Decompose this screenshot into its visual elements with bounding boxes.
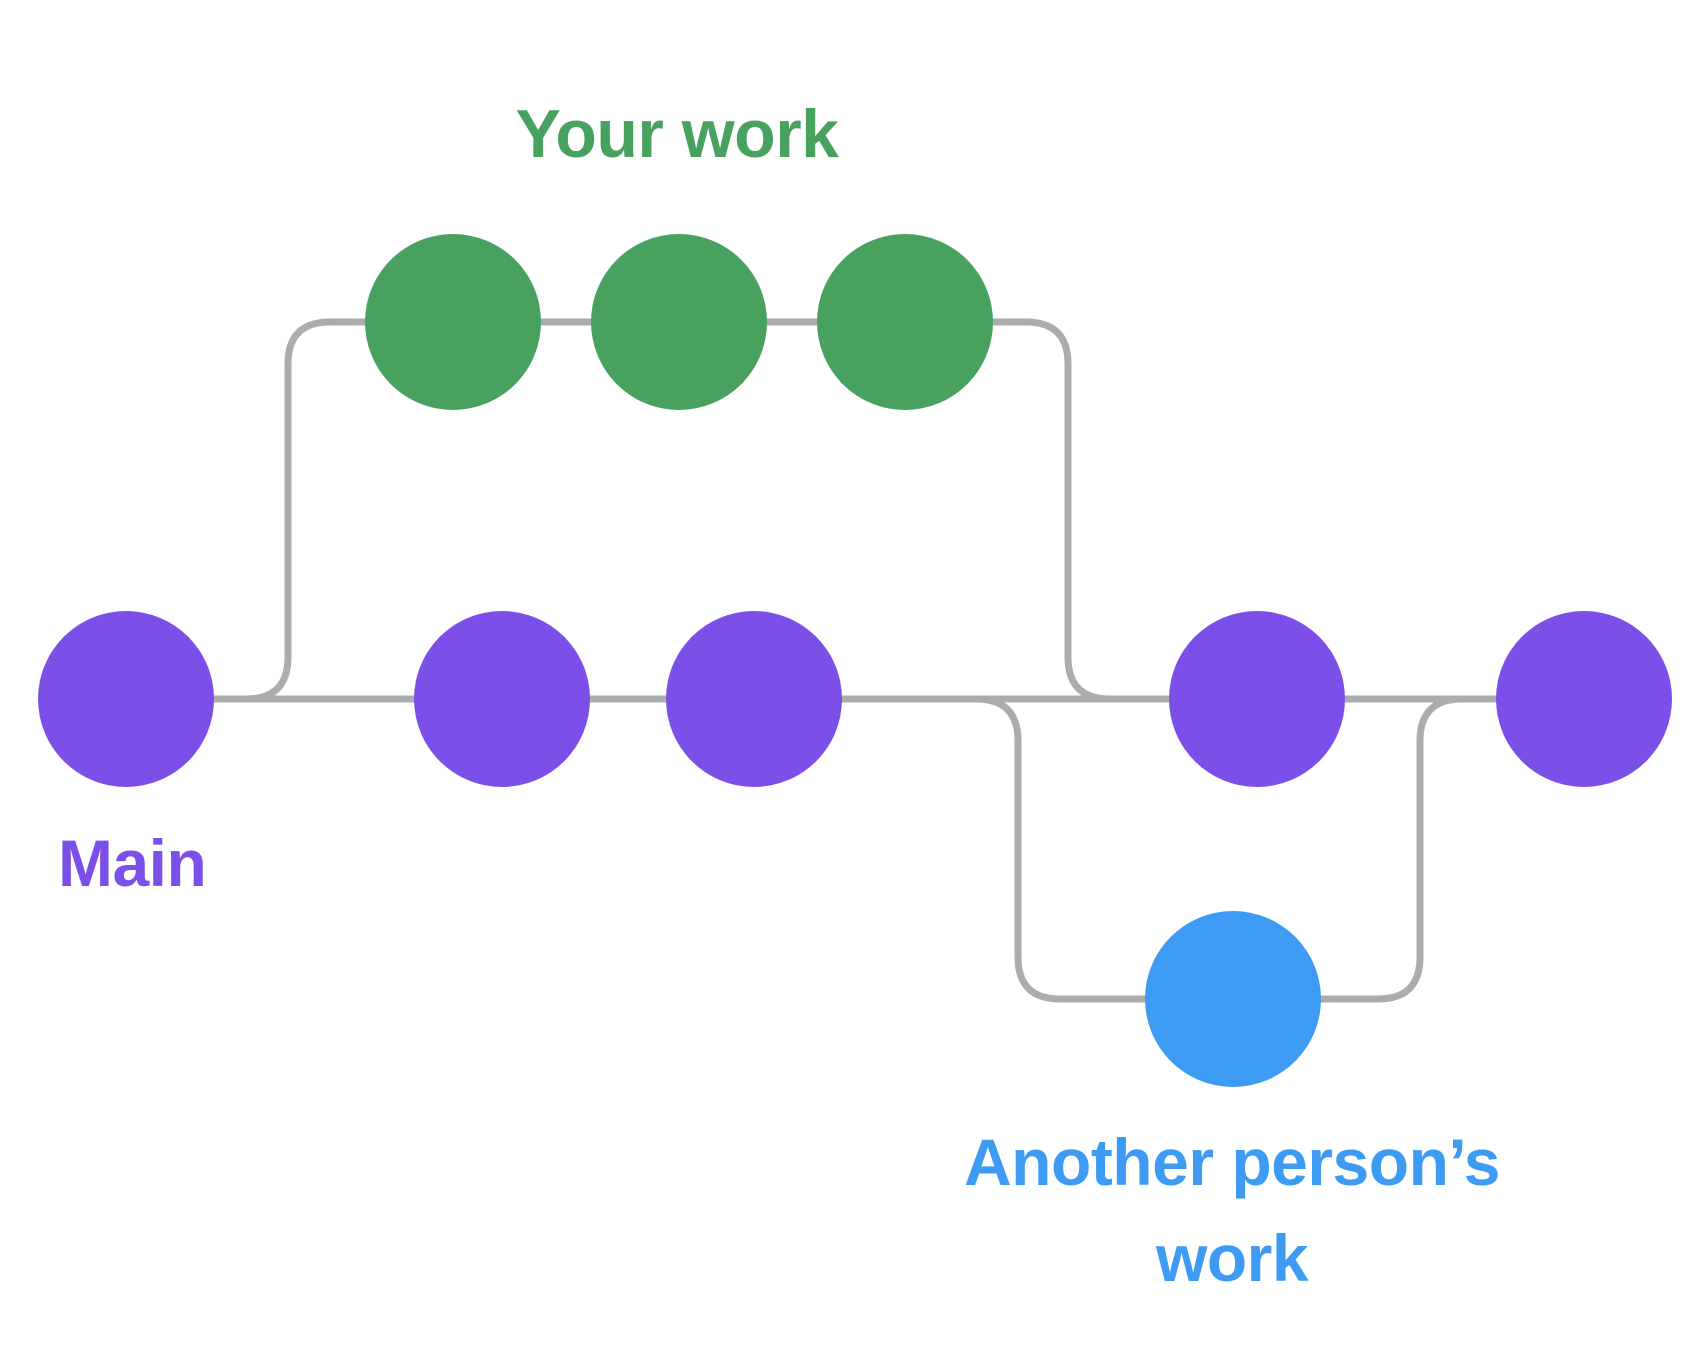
main-branch-commit-node bbox=[414, 611, 590, 787]
another-person-branch-commit-node bbox=[1145, 911, 1321, 1087]
your-work-branch-commit-node bbox=[817, 234, 993, 410]
your-work-branch-label: Your work bbox=[515, 96, 839, 172]
another-person-label-line2: work bbox=[1155, 1221, 1309, 1295]
connector-merge-your-work-into-main bbox=[989, 318, 1149, 703]
main-branch-label: Main bbox=[58, 826, 207, 900]
connector-merge-another-person-into-main bbox=[1317, 695, 1500, 1003]
main-branch-commit-node bbox=[38, 611, 214, 787]
connector-branch-out-to-another-person bbox=[972, 695, 1149, 1003]
another-person-branch-label: Another person’s work bbox=[964, 1114, 1500, 1306]
your-work-branch-commit-node bbox=[365, 234, 541, 410]
your-work-branch-commit-node bbox=[591, 234, 767, 410]
another-person-label-line1: Another person’s bbox=[964, 1125, 1500, 1199]
main-branch-commit-node bbox=[1169, 611, 1345, 787]
main-branch-commit-node bbox=[1496, 611, 1672, 787]
connector-branch-out-to-your-work bbox=[242, 318, 369, 703]
main-branch-commit-node bbox=[666, 611, 842, 787]
